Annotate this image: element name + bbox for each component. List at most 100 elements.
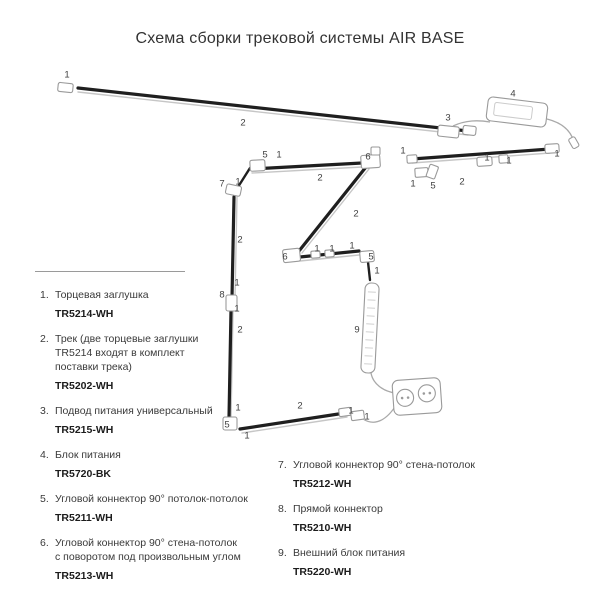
end-cap bbox=[324, 249, 335, 258]
straight-connector bbox=[476, 156, 493, 167]
legend-item-number: 5. bbox=[40, 493, 49, 505]
legend-item-number: 7. bbox=[278, 459, 287, 471]
callout-number: 5 bbox=[262, 150, 267, 161]
end-cap bbox=[544, 143, 560, 154]
psu-cable bbox=[452, 120, 491, 127]
callout-number: 2 bbox=[459, 177, 464, 188]
legend-item-article-code: TR5720-BK bbox=[55, 468, 112, 480]
page-title: Схема сборки трековой системы AIR BASE bbox=[135, 30, 465, 47]
legend-item-article-code: TR5215-WH bbox=[55, 424, 114, 436]
legend-item-article-code: TR5212-WH bbox=[293, 478, 352, 490]
callout-number: 1 bbox=[276, 150, 281, 161]
separator-line bbox=[35, 271, 185, 272]
legend-item-text: поставки трека) bbox=[55, 361, 132, 373]
callout-number: 1 bbox=[484, 153, 489, 164]
legend-item-article-code: TR5214-WH bbox=[55, 308, 114, 320]
connectors-and-caps bbox=[57, 81, 560, 431]
end-cap bbox=[462, 124, 477, 136]
callout-number: 5 bbox=[224, 420, 229, 431]
callout-number: 1 bbox=[410, 179, 415, 190]
power-supply-box bbox=[485, 96, 549, 128]
legend-item-article-code: TR5210-WH bbox=[293, 522, 352, 534]
end-cap bbox=[310, 250, 321, 259]
callout-number: 1 bbox=[506, 156, 511, 167]
legend-item-text: Внешний блок питания bbox=[293, 547, 406, 559]
callout-number: 2 bbox=[297, 401, 302, 412]
legend-item-text: Угловой коннектор 90° стена-потолок bbox=[55, 537, 237, 549]
external-power-supply bbox=[360, 282, 380, 374]
end-cap bbox=[57, 81, 74, 94]
straight-connector bbox=[225, 294, 238, 312]
callout-number: 1 bbox=[364, 412, 369, 423]
corner-connector bbox=[359, 250, 375, 263]
end-cap bbox=[338, 406, 352, 418]
callout-number: 2 bbox=[240, 118, 245, 129]
corner-connector bbox=[222, 416, 238, 431]
callout-number: 2 bbox=[237, 325, 242, 336]
callout-number: 2 bbox=[317, 173, 322, 184]
legend-item-number: 2. bbox=[40, 333, 49, 345]
callout-number: 1 bbox=[348, 406, 353, 417]
legend-item-number: 6. bbox=[40, 537, 49, 549]
end-cap bbox=[370, 146, 381, 156]
legend-item-text: Блок питания bbox=[55, 449, 121, 461]
callout-number: 2 bbox=[237, 235, 242, 246]
legend-item-text: Подвод питания универсальный bbox=[55, 405, 213, 417]
swivel-connector bbox=[360, 153, 381, 170]
callout-number: 1 bbox=[374, 266, 379, 277]
callout-number: 1 bbox=[235, 403, 240, 414]
legend-item-article-code: TR5213-WH bbox=[55, 570, 114, 582]
legend-item-text: Угловой коннектор 90° стена-потолок bbox=[293, 459, 475, 471]
callout-number: 7 bbox=[219, 179, 224, 190]
legend-item-text: Торцевая заглушка bbox=[55, 289, 149, 301]
wall-outlet bbox=[391, 377, 443, 416]
end-cap bbox=[498, 154, 509, 164]
callout-number: 3 bbox=[445, 113, 450, 124]
legend-item-number: 9. bbox=[278, 547, 287, 559]
callout-number: 1 bbox=[349, 241, 354, 252]
legend-item-number: 3. bbox=[40, 405, 49, 417]
end-cap bbox=[406, 154, 418, 164]
legend-item-article-code: TR5220-WH bbox=[293, 566, 352, 578]
callout-number: 6 bbox=[365, 152, 370, 163]
callout-number: 1 bbox=[329, 244, 334, 255]
legend-item-number: 4. bbox=[40, 449, 49, 461]
swivel-connector bbox=[282, 247, 302, 264]
callout-number: 5 bbox=[368, 252, 373, 263]
wall-ceiling-connector bbox=[224, 183, 243, 197]
end-cap bbox=[425, 163, 439, 180]
callout-number: 1 bbox=[244, 431, 249, 442]
legend-item-number: 8. bbox=[278, 503, 287, 515]
callout-number: 5 bbox=[430, 181, 435, 192]
callout-number: 1 bbox=[554, 149, 559, 160]
callout-number: 2 bbox=[353, 209, 358, 220]
corner-connector bbox=[249, 159, 266, 172]
callout-number: 4 bbox=[510, 89, 515, 100]
callout-number: 6 bbox=[282, 252, 287, 263]
legend-item-text: Трек (две торцевые заглушки bbox=[55, 333, 199, 345]
callout-number: 1 bbox=[400, 146, 405, 157]
callout-number: 1 bbox=[234, 304, 239, 315]
legend-item-text: Угловой коннектор 90° потолок-потолок bbox=[55, 493, 248, 505]
callout-number: 9 bbox=[354, 325, 359, 336]
callout-number: 1 bbox=[314, 244, 319, 255]
callout-number: 1 bbox=[234, 278, 239, 289]
callout-number: 1 bbox=[235, 177, 240, 188]
legend-item-article-code: TR5202-WH bbox=[55, 380, 114, 392]
callout-number: 8 bbox=[219, 290, 224, 301]
callout-number: 1 bbox=[64, 70, 69, 81]
power-feed bbox=[350, 409, 365, 422]
